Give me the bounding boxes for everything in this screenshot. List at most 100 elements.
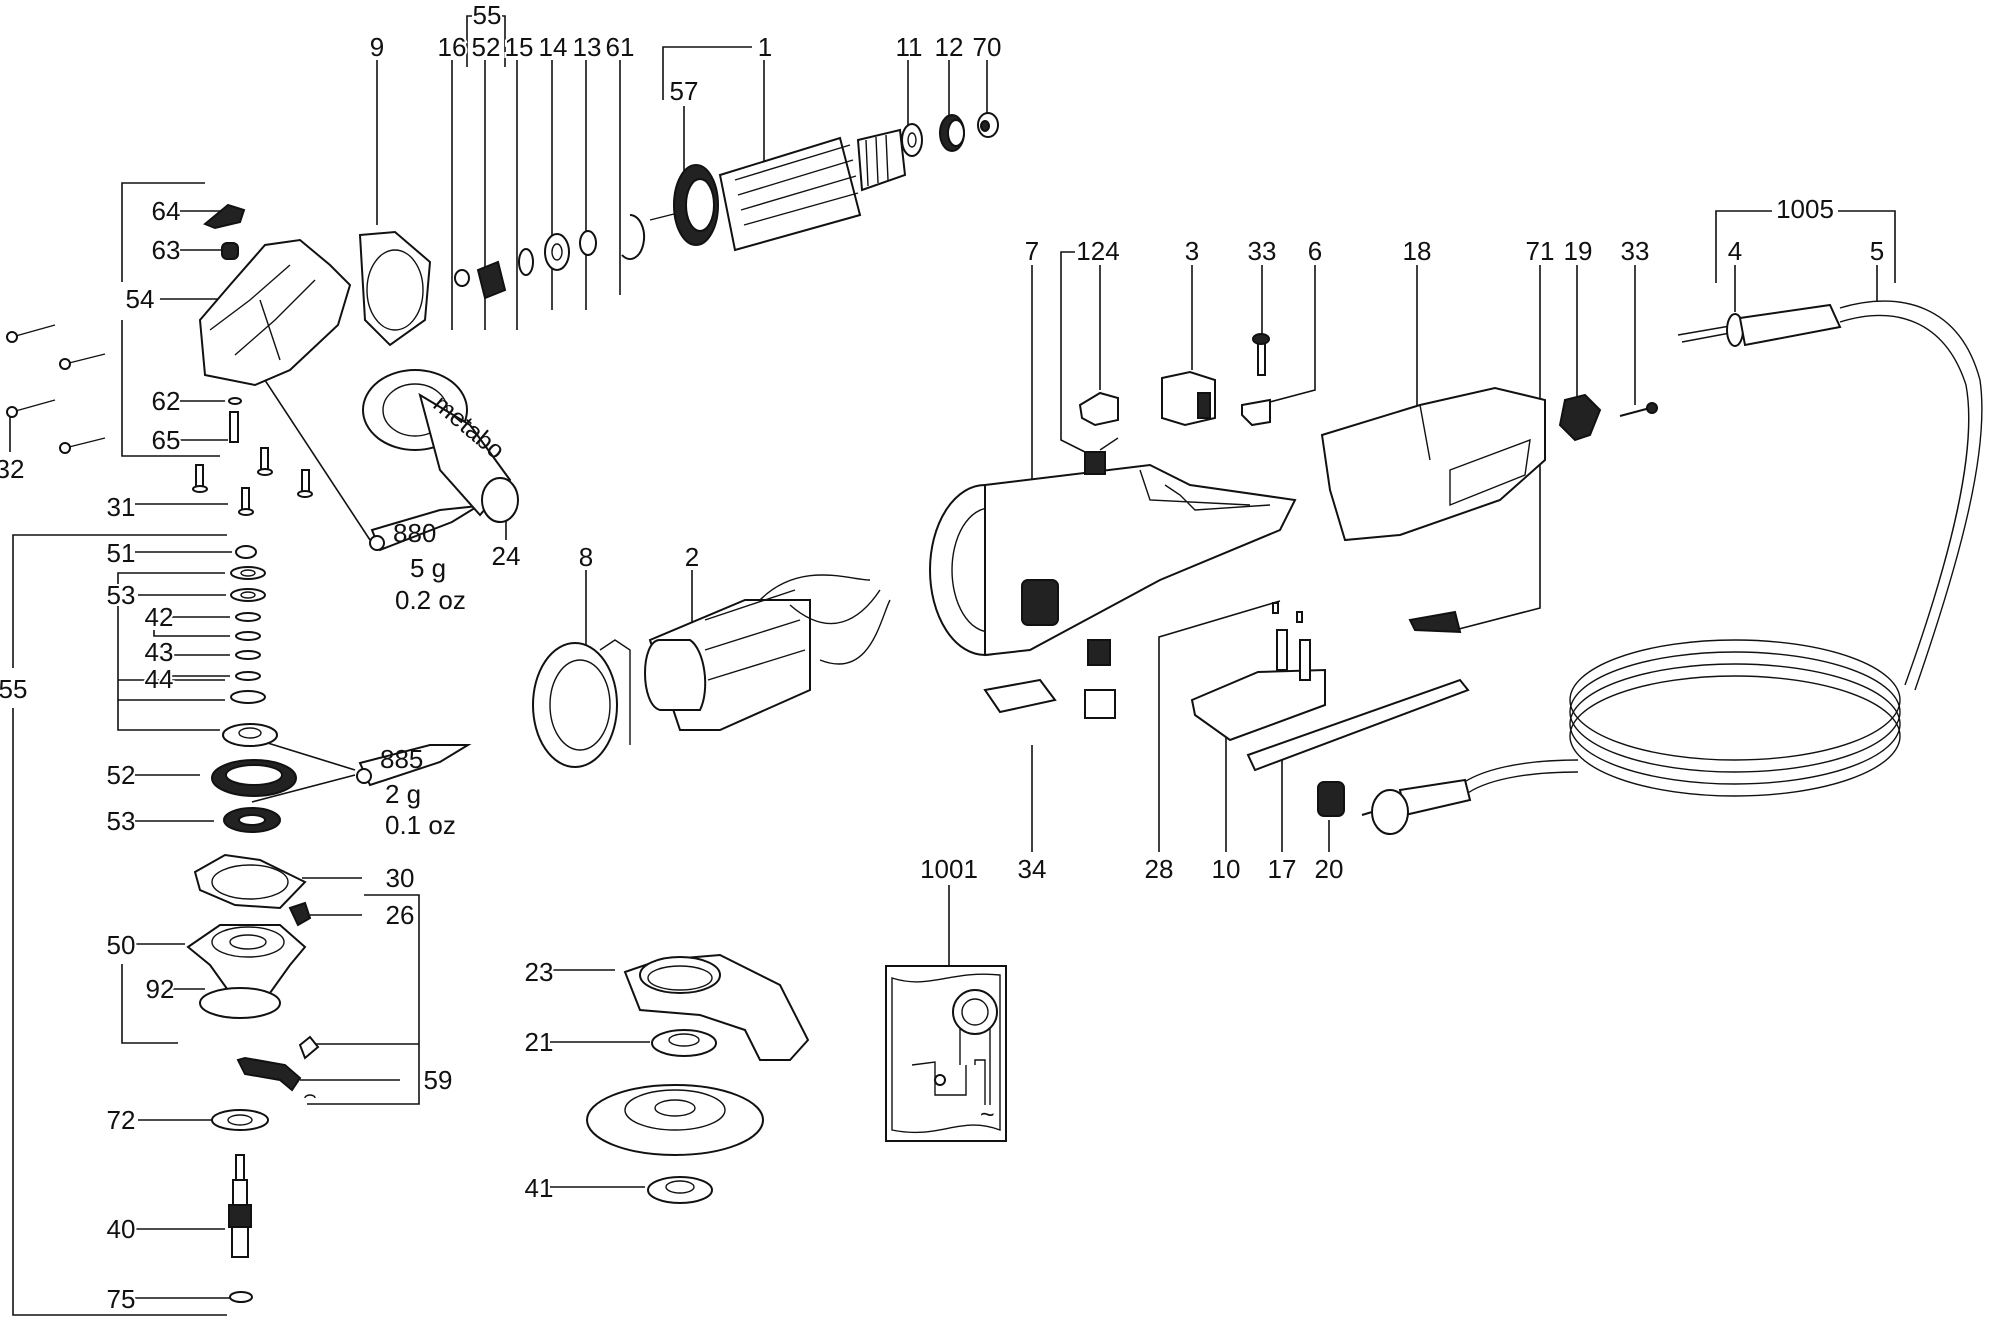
leader-lines [9,15,1896,1316]
callout-19: 19 [1564,236,1593,266]
switch-3 [1161,370,1216,427]
button-64 [203,203,246,230]
rear-cover-18 [1320,386,1546,542]
side-handle-24: metabo [362,369,519,523]
callout-124: 124 [1076,236,1119,266]
callout-8: 8 [579,542,593,572]
spindle-stack [186,545,320,1303]
callout-44: 44 [145,664,174,694]
callout-50: 50 [107,930,136,960]
grease-tube-880 [369,505,479,552]
wheel-guard-23 [623,953,810,1061]
pinion-52 [476,260,507,300]
callout-7: 7 [1025,236,1039,266]
callout-75: 75 [107,1284,136,1314]
callout-30: 30 [386,863,415,893]
washer-72 [211,1109,269,1131]
grease-tube-885 [356,744,472,787]
gasket-30 [193,853,307,910]
callout-23: 23 [525,957,554,987]
screw-33-a [1252,333,1270,376]
callout-21: 21 [525,1027,554,1057]
button-20 [1317,781,1345,817]
callout-1001: 1001 [920,854,978,884]
bearing-14 [544,233,570,271]
callout-70: 70 [973,32,1002,62]
wiring-diagram-1001: ~ [885,965,1007,1142]
grinding-disc [586,1084,764,1156]
motor-housing-7 [929,463,1297,657]
brush-holder-124 [1078,391,1119,475]
callout-24: 24 [492,541,521,571]
brush-b [1084,689,1116,719]
callout-71: 71 [1526,236,1555,266]
callout-34: 34 [1018,854,1047,884]
screws-32 [6,324,106,454]
callout-1: 1 [758,32,772,62]
callout-10: 10 [1212,854,1241,884]
callout-72: 72 [107,1105,136,1135]
spring-63 [221,242,239,260]
flange-50 [186,924,307,994]
callout-52-top: 52 [472,32,501,62]
screw-33-b [1619,402,1658,417]
callout-11: 11 [896,32,923,62]
grease-885-code: 885 [380,744,423,774]
grease-880-weight-imperial: 0.2 oz [395,585,466,615]
washer-13 [579,230,597,256]
gear-housing-54 [198,238,352,387]
callout-43: 43 [145,637,174,667]
callout-65: 65 [152,425,181,455]
grease-885-weight-imperial: 0.1 oz [385,810,456,840]
callout-64: 64 [152,196,181,226]
callout-15: 15 [505,32,534,62]
callout-2: 2 [685,542,699,572]
callout-53-b: 53 [107,806,136,836]
callout-18: 18 [1403,236,1432,266]
callout-26: 26 [386,900,415,930]
grease-885-weight: 2 g [385,779,421,809]
callout-61: 61 [606,32,635,62]
field-coil-2 [644,574,891,731]
circlip-61 [621,213,646,260]
callout-59: 59 [424,1065,453,1095]
cable-sleeve-4 [1677,303,1842,347]
electronics-10 [1190,629,1326,742]
callout-13: 13 [573,32,602,62]
bearing-11 [901,123,923,157]
callout-33-a: 33 [1248,236,1277,266]
slide-17 [1246,678,1470,772]
spindle-40 [235,1154,245,1181]
grease-880-code: 880 [393,518,436,548]
callout-6: 6 [1308,236,1322,266]
bearing-plate-9 [358,230,432,347]
callout-5: 5 [1870,236,1884,266]
ring-62 [228,397,242,405]
callout-52: 52 [107,760,136,790]
callout-40: 40 [107,1214,136,1244]
callout-17: 17 [1268,854,1297,884]
callout-51: 51 [107,538,136,568]
callout-16: 16 [438,32,467,62]
screws-31 [192,447,313,516]
armature-part [649,128,917,252]
ring-75 [229,1291,253,1303]
brush-a [1087,639,1111,666]
nut-41 [647,1176,713,1204]
callout-28: 28 [1145,854,1174,884]
callout-63: 63 [152,235,181,265]
callout-1005: 1005 [1776,194,1834,224]
nut-16 [454,269,470,287]
pin-65 [229,411,239,443]
callout-57: 57 [670,76,699,106]
callout-32: 32 [0,454,24,484]
switch-knob [1021,579,1059,626]
lock-pin-59 [298,1035,320,1060]
callout-3: 3 [1185,236,1199,266]
callout-12: 12 [935,32,964,62]
callout-4: 4 [1728,236,1742,266]
ac-symbol: ~ [980,1101,995,1129]
callout-42: 42 [145,602,174,632]
